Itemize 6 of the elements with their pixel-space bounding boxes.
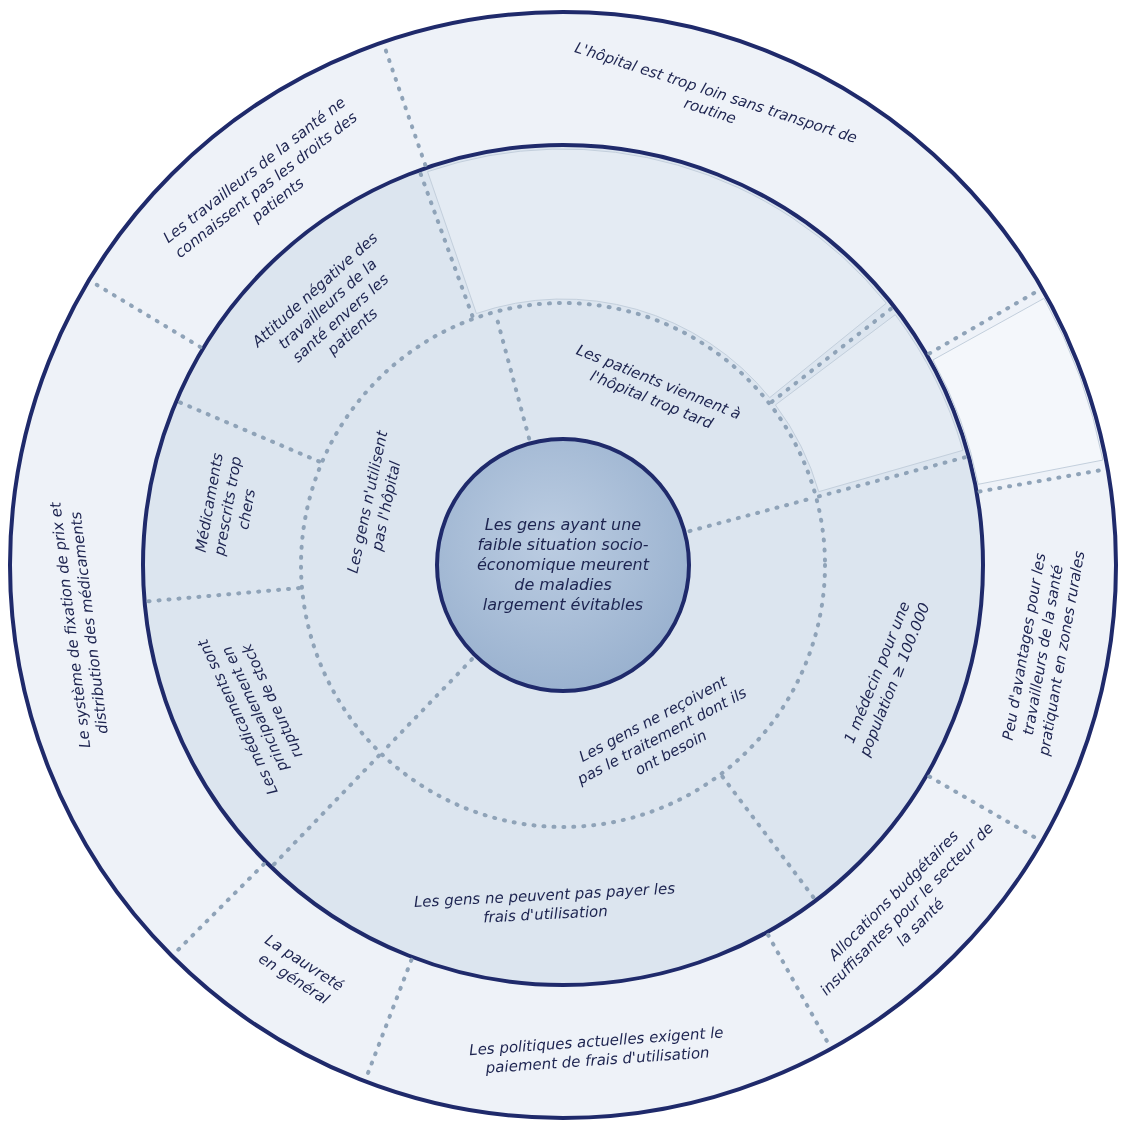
empty-ring-segment [774, 314, 964, 493]
segment-label: Les gens n'utilisent pas l'hôpital [342, 427, 411, 582]
empty-ring-segment [932, 297, 1104, 485]
segment-label: Les gens ne peuvent pas payer les frais d'utilisation [399, 878, 691, 931]
segment-label: Les politiques actuelles exigent le paiement de frais d'utilisation [446, 1021, 748, 1080]
segment-label: Le système de fixation de prix et distribution des médicaments [40, 458, 119, 791]
